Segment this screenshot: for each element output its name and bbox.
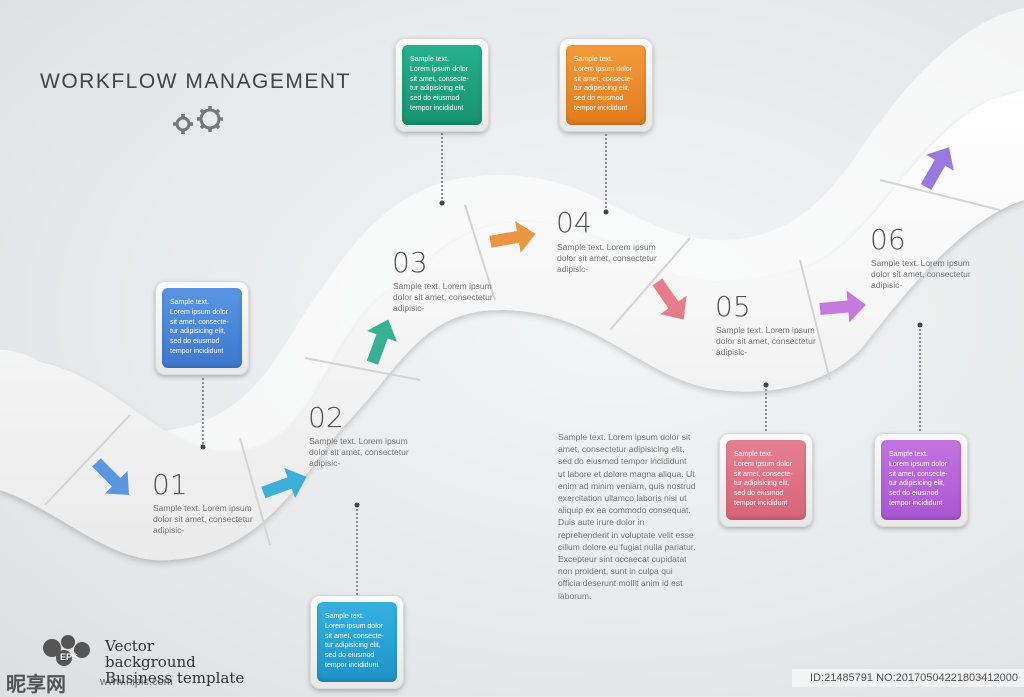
card-step-06: Sample text. Lorem ipsum dolor sit amet,… [874,433,968,527]
body-paragraph: Sample text. Lorem ipsum dolor sit amet,… [558,432,696,601]
arrow-step-03 [366,319,398,365]
connector-dots [200,200,923,508]
card-step-05-text: Sample text. Lorem ipsum dolor sit amet,… [734,451,793,507]
step-01-text: Sample text. Lorem ipsum dolor sit amet,… [153,503,253,535]
step-06-number: 06 [870,223,906,256]
step-06-text: Sample text. Lorem ipsum dolor sit amet,… [871,258,971,290]
card-step-06-text: Sample text. Lorem ipsum dolor sit amet,… [889,451,948,507]
eps-label: EPS [60,652,78,662]
card-step-02: Sample text. Lorem ipsum dolor sit amet,… [310,595,404,689]
watermark-url: www.nipic.com [100,676,173,688]
eps-badge-icon: EPS [38,634,98,675]
step-03-number: 03 [392,246,428,279]
connector-lines [202,130,921,598]
vector-label: Vector background Business template [105,637,245,687]
watermark-site: 昵享网 [6,672,66,696]
arrow-step-05 [652,278,687,320]
step-04-text: Sample text. Lorem ipsum dolor sit amet,… [557,242,657,274]
card-step-03-text: Sample text. Lorem ipsum dolor sit amet,… [410,56,469,112]
card-step-03: Sample text. Lorem ipsum dolor sit amet,… [395,38,489,132]
card-step-02-text: Sample text. Lorem ipsum dolor sit amet,… [325,613,384,669]
arrow-step-04 [489,221,536,253]
step-02-number: 02 [308,401,344,434]
card-step-01-text: Sample text. Lorem ipsum dolor sit amet,… [170,299,229,355]
card-step-01: Sample text. Lorem ipsum dolor sit amet,… [155,281,249,375]
segment-dividers [44,179,1001,546]
card-step-02-fill: Sample text. Lorem ipsum dolor sit amet,… [317,602,397,682]
gears-icon [170,103,232,142]
card-step-03-fill: Sample text. Lorem ipsum dolor sit amet,… [402,45,482,125]
page-title: WORKFLOW MANAGEMENT [40,70,351,93]
step-05-text: Sample text. Lorem ipsum dolor sit amet,… [716,325,816,357]
step-02-text: Sample text. Lorem ipsum dolor sit amet,… [309,436,409,468]
footer-id: ID:21485791 NO:20170504221803412000 [792,669,1024,687]
card-step-06-fill: Sample text. Lorem ipsum dolor sit amet,… [881,440,961,520]
step-04-number: 04 [556,206,592,239]
arrow-step-02 [261,467,307,499]
arrow-step-end [920,147,954,191]
step-01-number: 01 [152,468,188,501]
step-05-number: 05 [715,290,751,323]
step-03-text: Sample text. Lorem ipsum dolor sit amet,… [393,281,493,313]
card-step-04-fill: Sample text. Lorem ipsum dolor sit amet,… [566,45,646,125]
card-step-05: Sample text. Lorem ipsum dolor sit amet,… [719,433,813,527]
arrow-step-06 [819,290,866,323]
card-step-05-fill: Sample text. Lorem ipsum dolor sit amet,… [726,440,806,520]
arrow-step-01 [92,458,129,495]
card-step-04: Sample text. Lorem ipsum dolor sit amet,… [559,38,653,132]
card-step-04-text: Sample text. Lorem ipsum dolor sit amet,… [574,56,633,112]
card-step-01-fill: Sample text. Lorem ipsum dolor sit amet,… [162,288,242,368]
